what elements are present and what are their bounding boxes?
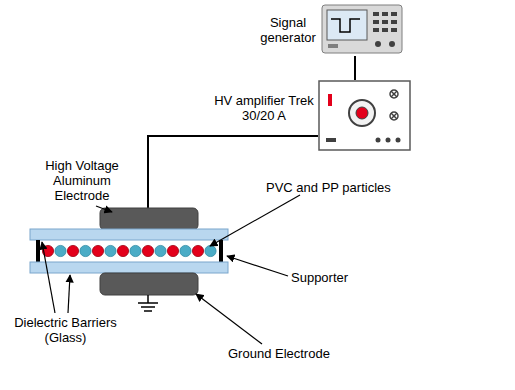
signal-cable (354, 56, 356, 80)
hv-electrode (100, 208, 198, 230)
particle (55, 245, 66, 256)
particle (105, 245, 116, 256)
particle (180, 245, 191, 256)
particle (155, 245, 166, 256)
supporter (36, 240, 40, 262)
supporter-label: Supporter (291, 270, 348, 285)
ground-symbol (138, 295, 158, 311)
hv-amplifier: HV amplifier Trek 30/20 A (212, 80, 412, 152)
signal-generator: Signal generator (256, 4, 406, 56)
ground-electrode (100, 273, 198, 295)
particle (67, 245, 78, 256)
glass-top (30, 229, 228, 240)
device-label: Signal generator (256, 15, 320, 45)
particle (205, 245, 216, 256)
device-label: HV amplifier Trek 30/20 A (212, 93, 316, 123)
electrode-label: High Voltage Aluminum Electrode (40, 158, 124, 203)
glass-bottom (30, 262, 228, 273)
particle (117, 245, 128, 256)
hv-wire (148, 136, 318, 209)
particle (80, 245, 91, 256)
particles (42, 245, 216, 256)
particle (192, 245, 203, 256)
barrier-label: Dielectric Barriers (Glass) (8, 315, 123, 345)
hv-amplifier-icon (318, 80, 412, 155)
supporter (219, 240, 223, 262)
particles-label: PVC and PP particles (266, 180, 391, 195)
signal-generator-icon (320, 4, 404, 59)
particle (167, 245, 178, 256)
particle (142, 245, 153, 256)
ground-electrode-label: Ground Electrode (228, 346, 330, 361)
particle (130, 245, 141, 256)
particle (92, 245, 103, 256)
